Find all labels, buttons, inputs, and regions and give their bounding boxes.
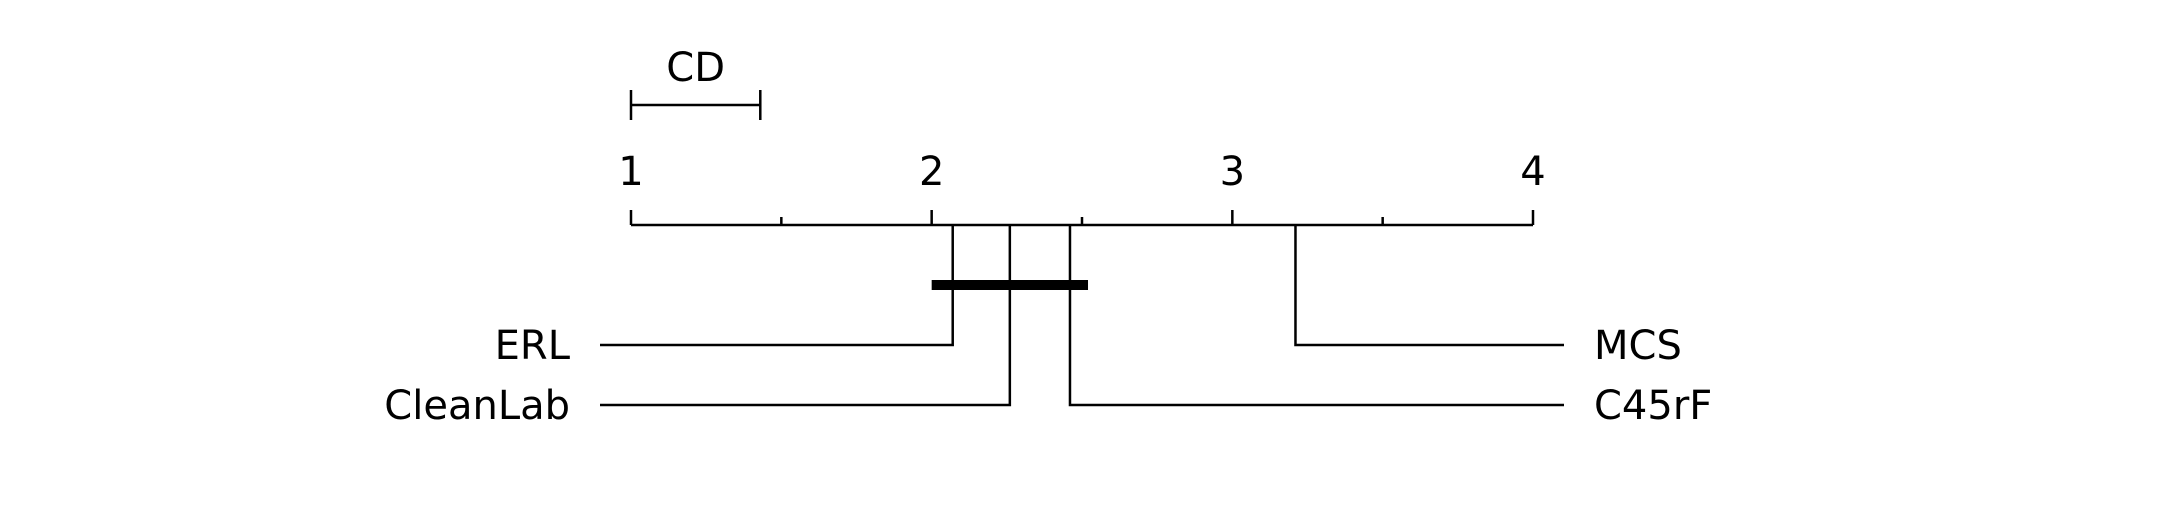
cd-bar: CD [629, 45, 762, 120]
method-label: C45rF [1594, 383, 1712, 429]
axis-ticks: 1 2 3 4 [618, 149, 1546, 225]
method-label: CleanLab [384, 383, 570, 429]
method-label: MCS [1594, 323, 1682, 369]
axis-tick-label: 3 [1220, 149, 1245, 195]
method-line [1294, 225, 1564, 347]
axis-tick-label: 2 [919, 149, 944, 195]
method-line [600, 225, 1012, 407]
method-label: ERL [495, 323, 571, 369]
axis-tick-label: 4 [1520, 149, 1545, 195]
method-lines: ERL CleanLab MCS C45rF [384, 225, 1712, 429]
axis-tick-label: 1 [618, 149, 643, 195]
cd-label: CD [666, 45, 725, 91]
method-line [1068, 225, 1564, 407]
method-line [600, 225, 954, 347]
